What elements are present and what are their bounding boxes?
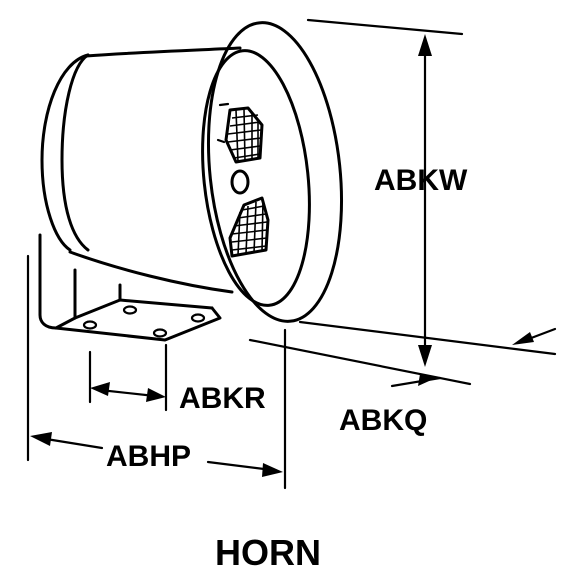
abkw-label: ABKW [374,164,468,197]
diagram-title: HORN [215,532,321,573]
grille-lower [228,196,270,258]
dimension-abhp [26,254,287,490]
dimension-abkq [248,327,557,388]
dimension-abkw [298,18,557,367]
abkr-label: ABKR [179,382,266,415]
abhp-label: ABHP [106,440,191,473]
dimension-abkr [88,343,168,412]
horn-body [40,46,242,294]
mounting-bracket [38,233,222,342]
grille-upper [216,102,264,164]
abkq-label: ABKQ [339,404,427,437]
horn-front-face [201,21,344,323]
